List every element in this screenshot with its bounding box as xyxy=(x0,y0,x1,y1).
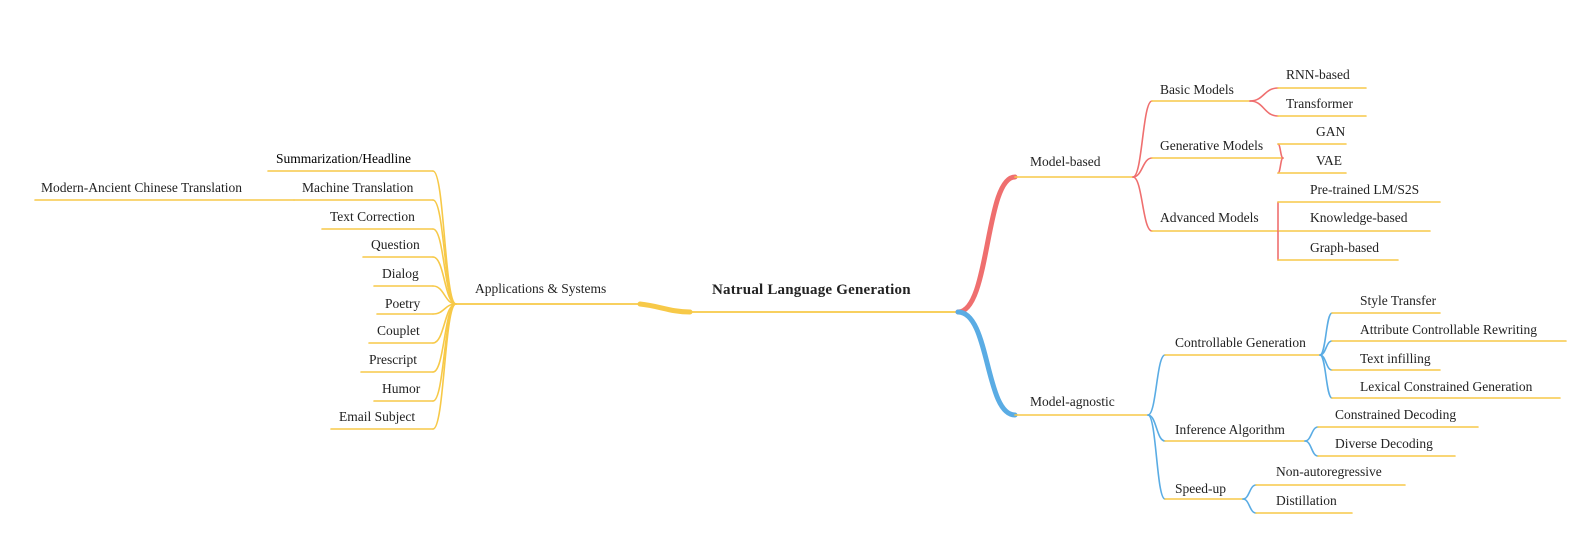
leaf-label: Diverse Decoding xyxy=(1335,436,1433,451)
leaf-label: Knowledge-based xyxy=(1310,210,1408,225)
group-connector xyxy=(1147,354,1166,416)
leaf-label: RNN-based xyxy=(1286,67,1350,82)
leaf-connector xyxy=(1277,143,1284,159)
leaf-connector xyxy=(1242,484,1257,500)
leaf-label: Pre-trained LM/S2S xyxy=(1310,182,1420,197)
model-agnostic-label: Model-agnostic xyxy=(1030,394,1115,409)
leaf-label: VAE xyxy=(1316,153,1343,168)
group-connector xyxy=(1147,414,1166,500)
leaf-label: Lexical Constrained Generation xyxy=(1360,379,1533,394)
left-item-label: Text Correction xyxy=(330,209,415,224)
leaf-label: Graph-based xyxy=(1310,240,1379,255)
leaf-connector xyxy=(1249,87,1279,102)
left-subitem-label: Modern-Ancient Chinese Translation xyxy=(41,180,242,195)
left-item-label: Humor xyxy=(382,381,421,396)
group-connector xyxy=(1132,176,1153,232)
group-label-advanced-models: Advanced Models xyxy=(1160,210,1259,225)
left-item-connector xyxy=(432,303,457,402)
leaf-connector xyxy=(1249,100,1279,117)
left-item-label: Machine Translation xyxy=(302,180,414,195)
group-label-inference-algorithm: Inference Algorithm xyxy=(1175,422,1285,437)
leaf-label: Text infilling xyxy=(1360,351,1431,366)
leaf-label: Attribute Controllable Rewriting xyxy=(1360,322,1537,337)
group-label-basic-models: Basic Models xyxy=(1160,82,1234,97)
left-item-label: Prescript xyxy=(369,352,417,367)
left-item-connector xyxy=(432,303,457,430)
group-connector xyxy=(1132,100,1153,178)
leaf-connector xyxy=(1304,426,1319,442)
group-label-speed-up: Speed-up xyxy=(1175,481,1226,496)
left-item-connector xyxy=(432,170,457,305)
left-item-label: Couplet xyxy=(377,323,420,338)
group-connector xyxy=(1132,157,1153,178)
leaf-connector xyxy=(1277,157,1284,174)
left-item-connector xyxy=(432,199,457,305)
leaf-connector xyxy=(1242,498,1257,514)
leaf-label: Transformer xyxy=(1286,96,1353,111)
left-item-label: Poetry xyxy=(385,296,421,311)
left-item-connector xyxy=(432,256,457,305)
group-label-controllable-generation: Controllable Generation xyxy=(1175,335,1306,350)
group-label-generative-models: Generative Models xyxy=(1160,138,1264,153)
leaf-connector xyxy=(1319,354,1333,399)
left-item-label: Summarization/Headline xyxy=(276,151,411,166)
left-item-label: Email Subject xyxy=(339,409,416,424)
model-based-trunk xyxy=(955,174,1018,315)
model-based-label: Model-based xyxy=(1030,154,1101,169)
model-agnostic-trunk xyxy=(955,309,1018,418)
leaf-label: Style Transfer xyxy=(1360,293,1437,308)
left-item-label: Dialog xyxy=(382,266,419,281)
leaf-connector xyxy=(1304,440,1319,457)
root-node-label: Natrual Language Generation xyxy=(712,282,911,298)
leaf-label: GAN xyxy=(1316,124,1346,139)
leaf-label: Constrained Decoding xyxy=(1335,407,1457,422)
applications-systems-label: Applications & Systems xyxy=(475,281,607,296)
left-item-label: Question xyxy=(371,237,420,252)
leaf-label: Distillation xyxy=(1276,493,1337,508)
left-trunk xyxy=(637,301,693,315)
leaf-label: Non-autoregressive xyxy=(1276,464,1382,479)
